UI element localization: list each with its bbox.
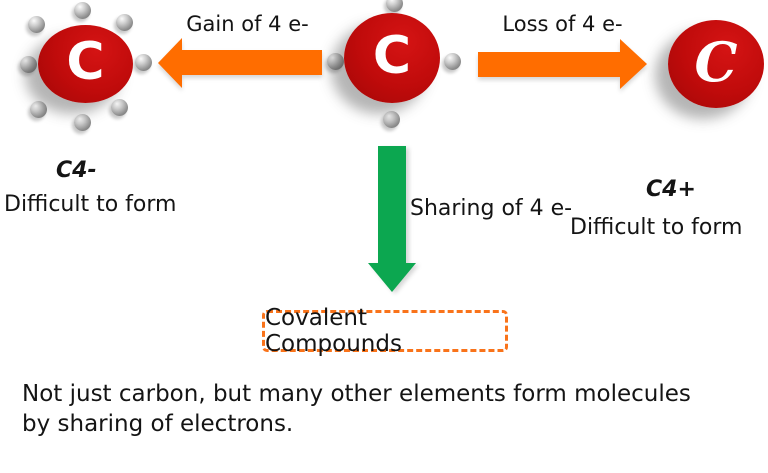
electron-icon <box>386 0 403 12</box>
electron-icon <box>383 111 400 128</box>
loss-arrow-label: Loss of 4 e- <box>502 12 623 36</box>
covalent-compounds-box: Covalent Compounds <box>262 305 508 357</box>
atom-symbol: C <box>66 32 105 92</box>
carbon-nucleus: C <box>38 25 133 103</box>
atom-symbol: C <box>694 30 738 94</box>
electron-icon <box>135 54 152 71</box>
electron-icon <box>28 16 45 33</box>
electron-icon <box>74 2 91 19</box>
electron-icon <box>30 101 47 118</box>
electron-icon <box>444 53 461 70</box>
arrow-shaft <box>478 52 620 77</box>
atom-symbol: C <box>372 26 412 86</box>
left-ion-note: Difficult to form <box>4 192 177 217</box>
arrow-head-left-icon <box>158 38 182 88</box>
share-arrow-label: Sharing of 4 e- <box>410 196 573 221</box>
electron-icon <box>327 53 344 70</box>
arrow-head-right-icon <box>620 39 647 89</box>
electron-icon <box>111 99 128 116</box>
arrow-head-down-icon <box>368 263 416 292</box>
electron-icon <box>116 14 133 31</box>
electron-icon <box>20 56 37 73</box>
carbon-cation-atom: C <box>668 20 768 112</box>
carbon-anion-atom: C <box>12 0 162 135</box>
carbon-neutral-atom: C <box>327 0 472 133</box>
covalent-compounds-label: Covalent Compounds <box>265 305 402 357</box>
electron-icon <box>74 114 91 131</box>
footer-text: Not just carbon, but many other elements… <box>22 381 691 437</box>
arrow-shaft <box>378 146 406 264</box>
gain-arrow-label: Gain of 4 e- <box>186 12 309 36</box>
carbon-nucleus: C <box>344 13 440 103</box>
right-ion-note: Difficult to form <box>570 215 743 240</box>
carbon-nucleus: C <box>668 20 764 108</box>
right-ion-label: C4+ <box>646 177 696 202</box>
arrow-shaft <box>180 50 322 75</box>
left-ion-label: C4- <box>56 158 97 183</box>
